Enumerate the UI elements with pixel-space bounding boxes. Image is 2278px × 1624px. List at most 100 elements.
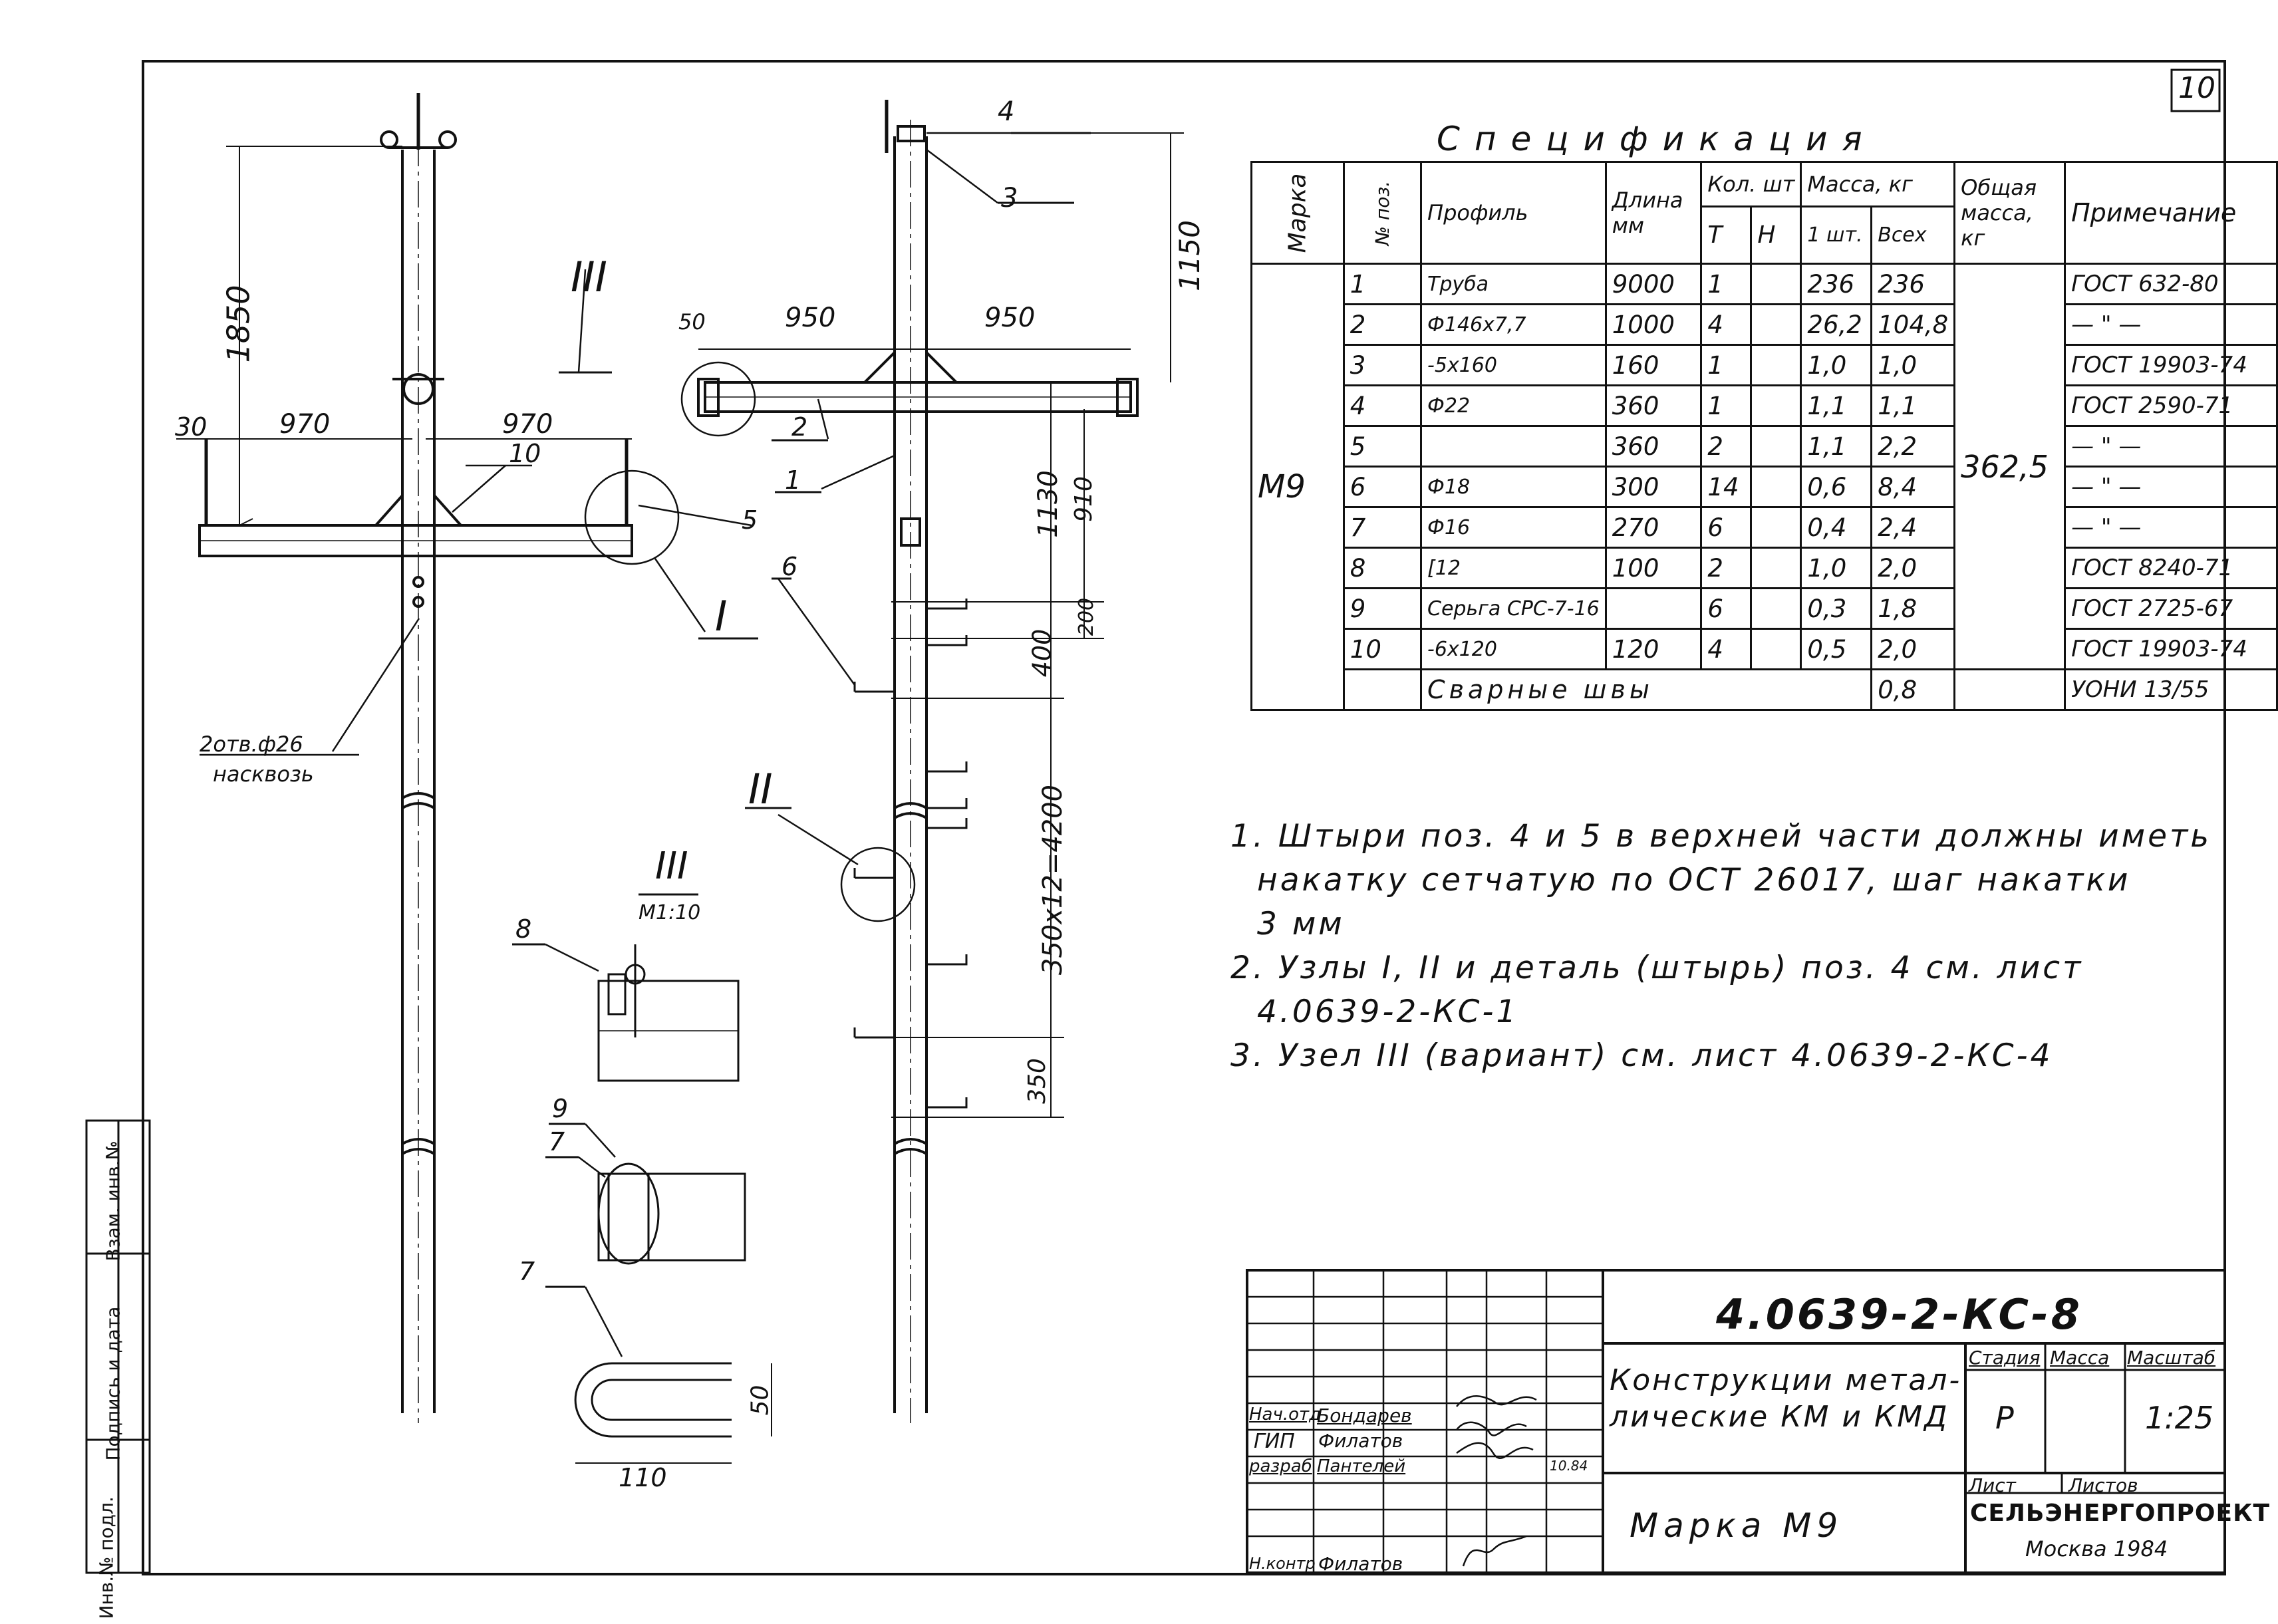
dim-30: 30 <box>175 412 208 442</box>
spec-welds-label: Сварные швы <box>1420 668 1873 711</box>
dim-970-left: 970 <box>279 409 331 440</box>
spec-profile-cell: -5х160 <box>1420 344 1607 386</box>
spec-qty-t-cell: 14 <box>1700 466 1753 508</box>
spec-length-cell <box>1604 587 1703 630</box>
spec-total-mass-cell: 362,5 <box>1953 263 2066 670</box>
spec-note-cell: — " — <box>2064 425 2278 468</box>
spec-welds-note: УОНИ 13/55 <box>2064 668 2278 711</box>
note-line: 2. Узлы I, II и деталь (штырь) поз. 4 см… <box>1230 950 2084 986</box>
spec-profile-cell: [12 <box>1420 547 1607 589</box>
sig-date-3: 10.84 <box>1550 1458 1588 1474</box>
spec-qty-t-cell: 1 <box>1700 344 1753 386</box>
spec-note-cell: — " — <box>2064 303 2278 346</box>
pos-label-5: 5 <box>742 505 758 535</box>
spec-mark-cell: М9 <box>1250 263 1345 711</box>
handwritten-signatures <box>1456 1395 1537 1567</box>
node-III-details <box>512 893 772 1464</box>
spec-welds-empty-cell <box>1342 668 1423 711</box>
spec-mass-one-cell: 1,1 <box>1800 425 1873 468</box>
sheets-label: Листов <box>2068 1474 2138 1496</box>
spec-qty-t-cell: 1 <box>1700 384 1753 427</box>
spec-qty-n-cell <box>1750 506 1802 549</box>
dim-950-left: 950 <box>785 303 836 333</box>
stage-label: Стадия <box>1969 1347 2041 1369</box>
spec-note-cell: — " — <box>2064 506 2278 549</box>
spec-qty-t-cell: 2 <box>1700 547 1753 589</box>
spec-pos-cell: 6 <box>1342 466 1423 508</box>
spec-mass-all-cell: 104,8 <box>1870 303 1956 346</box>
spec-mass-one-cell: 1,0 <box>1800 344 1873 386</box>
sig-role-1: Нач.отд <box>1249 1405 1322 1424</box>
spec-profile-cell: Ф18 <box>1420 466 1607 508</box>
node-III-label: III <box>571 253 607 301</box>
spec-mass-all-cell: 1,0 <box>1870 344 1956 386</box>
spec-pos-cell: 7 <box>1342 506 1423 549</box>
spec-qty-n-cell <box>1750 587 1802 630</box>
spec-qty-t-cell: 4 <box>1700 303 1753 346</box>
title-block-grid <box>1246 1269 2226 1574</box>
note-line: 3. Узел III (вариант) см. лист 4.0639-2-… <box>1230 1037 2053 1074</box>
spec-note-cell: ГОСТ 2590-71 <box>2064 384 2278 427</box>
dim-1130: 1130 <box>1032 470 1064 538</box>
spec-length-cell: 360 <box>1604 425 1703 468</box>
pos-label-2: 2 <box>791 412 808 442</box>
spec-qty-n-cell <box>1750 344 1802 386</box>
hdr-qty-n: Н <box>1750 205 1802 265</box>
spec-header-row: Марка № поз. Профиль Длина мм Кол. шт Ма… <box>1250 161 2278 265</box>
hdr-profile: Профиль <box>1420 161 1607 265</box>
pos-label-9: 9 <box>552 1094 569 1123</box>
hdr-total-mass: Общая масса, кг <box>1953 161 2066 265</box>
hdr-length: Длина мм <box>1604 161 1703 265</box>
note-line: 3 мм <box>1257 906 1345 942</box>
hdr-pos: № поз. <box>1371 180 1393 245</box>
spec-mass-all-cell: 2,0 <box>1870 547 1956 589</box>
sig-name-4: Филатов <box>1318 1553 1403 1575</box>
stage-value: Р <box>1995 1400 2014 1436</box>
mass-label: Масса <box>2050 1347 2110 1369</box>
sig-role-4: Н.контр <box>1249 1554 1316 1573</box>
spec-note-cell: — " — <box>2064 466 2278 508</box>
dim-910: 910 <box>1069 476 1097 522</box>
pos-label-1: 1 <box>785 466 801 495</box>
spec-pos-cell: 4 <box>1342 384 1423 427</box>
spec-profile-cell: Ф22 <box>1420 384 1607 427</box>
spec-qty-t-cell: 6 <box>1700 506 1753 549</box>
sheet-label: Лист <box>1969 1474 2016 1496</box>
mark-title: Марка М9 <box>1630 1506 1844 1545</box>
sig-name-3: Пантелей <box>1317 1456 1406 1476</box>
pos-label-7b: 7 <box>519 1257 535 1286</box>
pos-label-8: 8 <box>515 914 532 944</box>
dim-950-right: 950 <box>984 303 1036 333</box>
spec-profile-cell: Ф146х7,7 <box>1420 303 1607 346</box>
pos-label-7a: 7 <box>549 1127 565 1156</box>
spec-pos-cell: 1 <box>1342 263 1423 305</box>
right-pole-view <box>680 100 1184 1423</box>
dim-50: 50 <box>678 309 706 335</box>
org-name: СЕЛЬЭНЕРГОПРОЕКТ <box>1970 1500 2271 1527</box>
spec-pos-cell: 5 <box>1342 425 1423 468</box>
pos-label-3: 3 <box>1001 183 1018 213</box>
holes-note-2: насквозь <box>213 761 314 787</box>
sig-name-2: Филатов <box>1318 1430 1403 1452</box>
dim-400: 400 <box>1027 628 1057 678</box>
spec-mass-one-cell: 0,5 <box>1800 628 1873 670</box>
spec-mass-one-cell: 0,3 <box>1800 587 1873 630</box>
spec-mass-all-cell: 1,8 <box>1870 587 1956 630</box>
spec-qty-t-cell: 6 <box>1700 587 1753 630</box>
spec-profile-cell: Труба <box>1420 263 1607 305</box>
scale-value: 1:25 <box>2145 1400 2214 1436</box>
spec-qty-n-cell <box>1750 547 1802 589</box>
sig-role-3: разраб <box>1249 1456 1312 1476</box>
spec-title: Спецификация <box>1437 120 1877 158</box>
hdr-mass: Масса, кг <box>1800 161 1956 207</box>
node-I-label: I <box>715 592 728 640</box>
side-stamp <box>85 1119 151 1574</box>
spec-qty-t-cell: 4 <box>1700 628 1753 670</box>
